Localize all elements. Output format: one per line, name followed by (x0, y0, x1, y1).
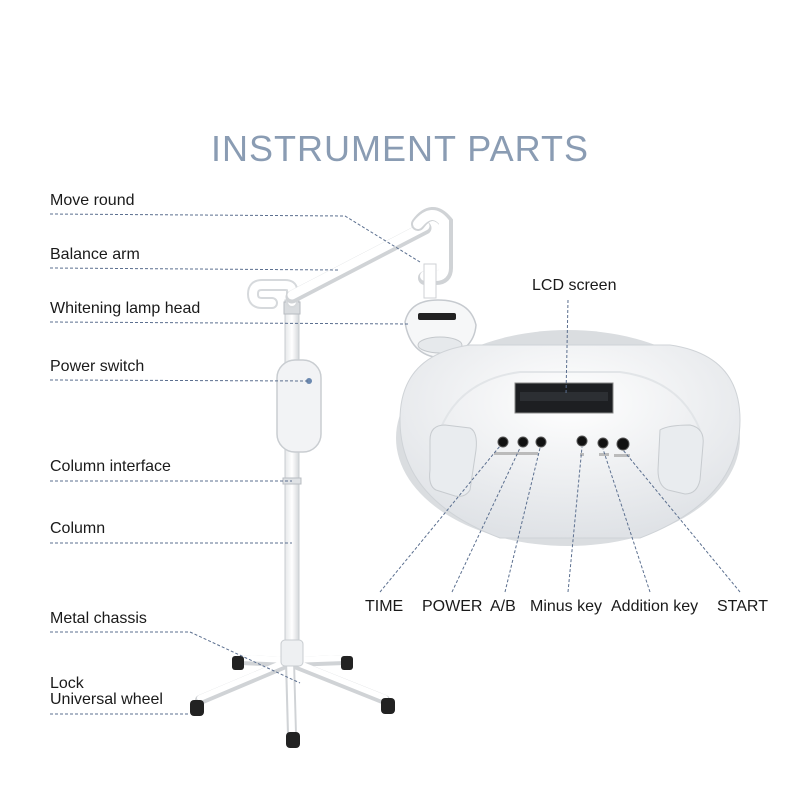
label-ab: A/B (490, 598, 516, 615)
power-switch-box (276, 359, 322, 453)
label-metal-chassis: Metal chassis (50, 610, 147, 627)
label-move-round: Move round (50, 192, 135, 209)
whitening-lamp-head (404, 299, 477, 359)
label-lcd-screen: LCD screen (532, 277, 617, 294)
label-start: START (717, 598, 768, 615)
addition-key-button[interactable] (597, 437, 609, 449)
label-balance-arm: Balance arm (50, 246, 140, 263)
label-addition-key: Addition key (611, 598, 699, 615)
lamp-stand (190, 207, 477, 748)
label-power-switch: Power switch (50, 358, 145, 375)
control-panel (396, 330, 741, 546)
page-title: INSTRUMENT PARTS (210, 128, 590, 169)
universal-wheel (190, 656, 395, 748)
label-column-interface: Column interface (50, 458, 171, 475)
label-universal-wheel: Universal wheel (50, 691, 163, 708)
label-lamp-head: Whitening lamp head (50, 300, 201, 317)
power-switch-icon (306, 378, 312, 384)
label-time: TIME (365, 598, 404, 615)
start-button[interactable] (616, 437, 630, 451)
label-minus-key: Minus key (530, 598, 603, 615)
time-button[interactable] (497, 436, 509, 448)
minus-key-button[interactable] (576, 435, 588, 447)
leader-lines (49, 213, 741, 715)
power-button[interactable] (517, 436, 529, 448)
label-power: POWER (422, 598, 483, 615)
label-column: Column (50, 520, 106, 537)
label-lock: Lock (50, 675, 84, 692)
ab-button[interactable] (535, 436, 547, 448)
